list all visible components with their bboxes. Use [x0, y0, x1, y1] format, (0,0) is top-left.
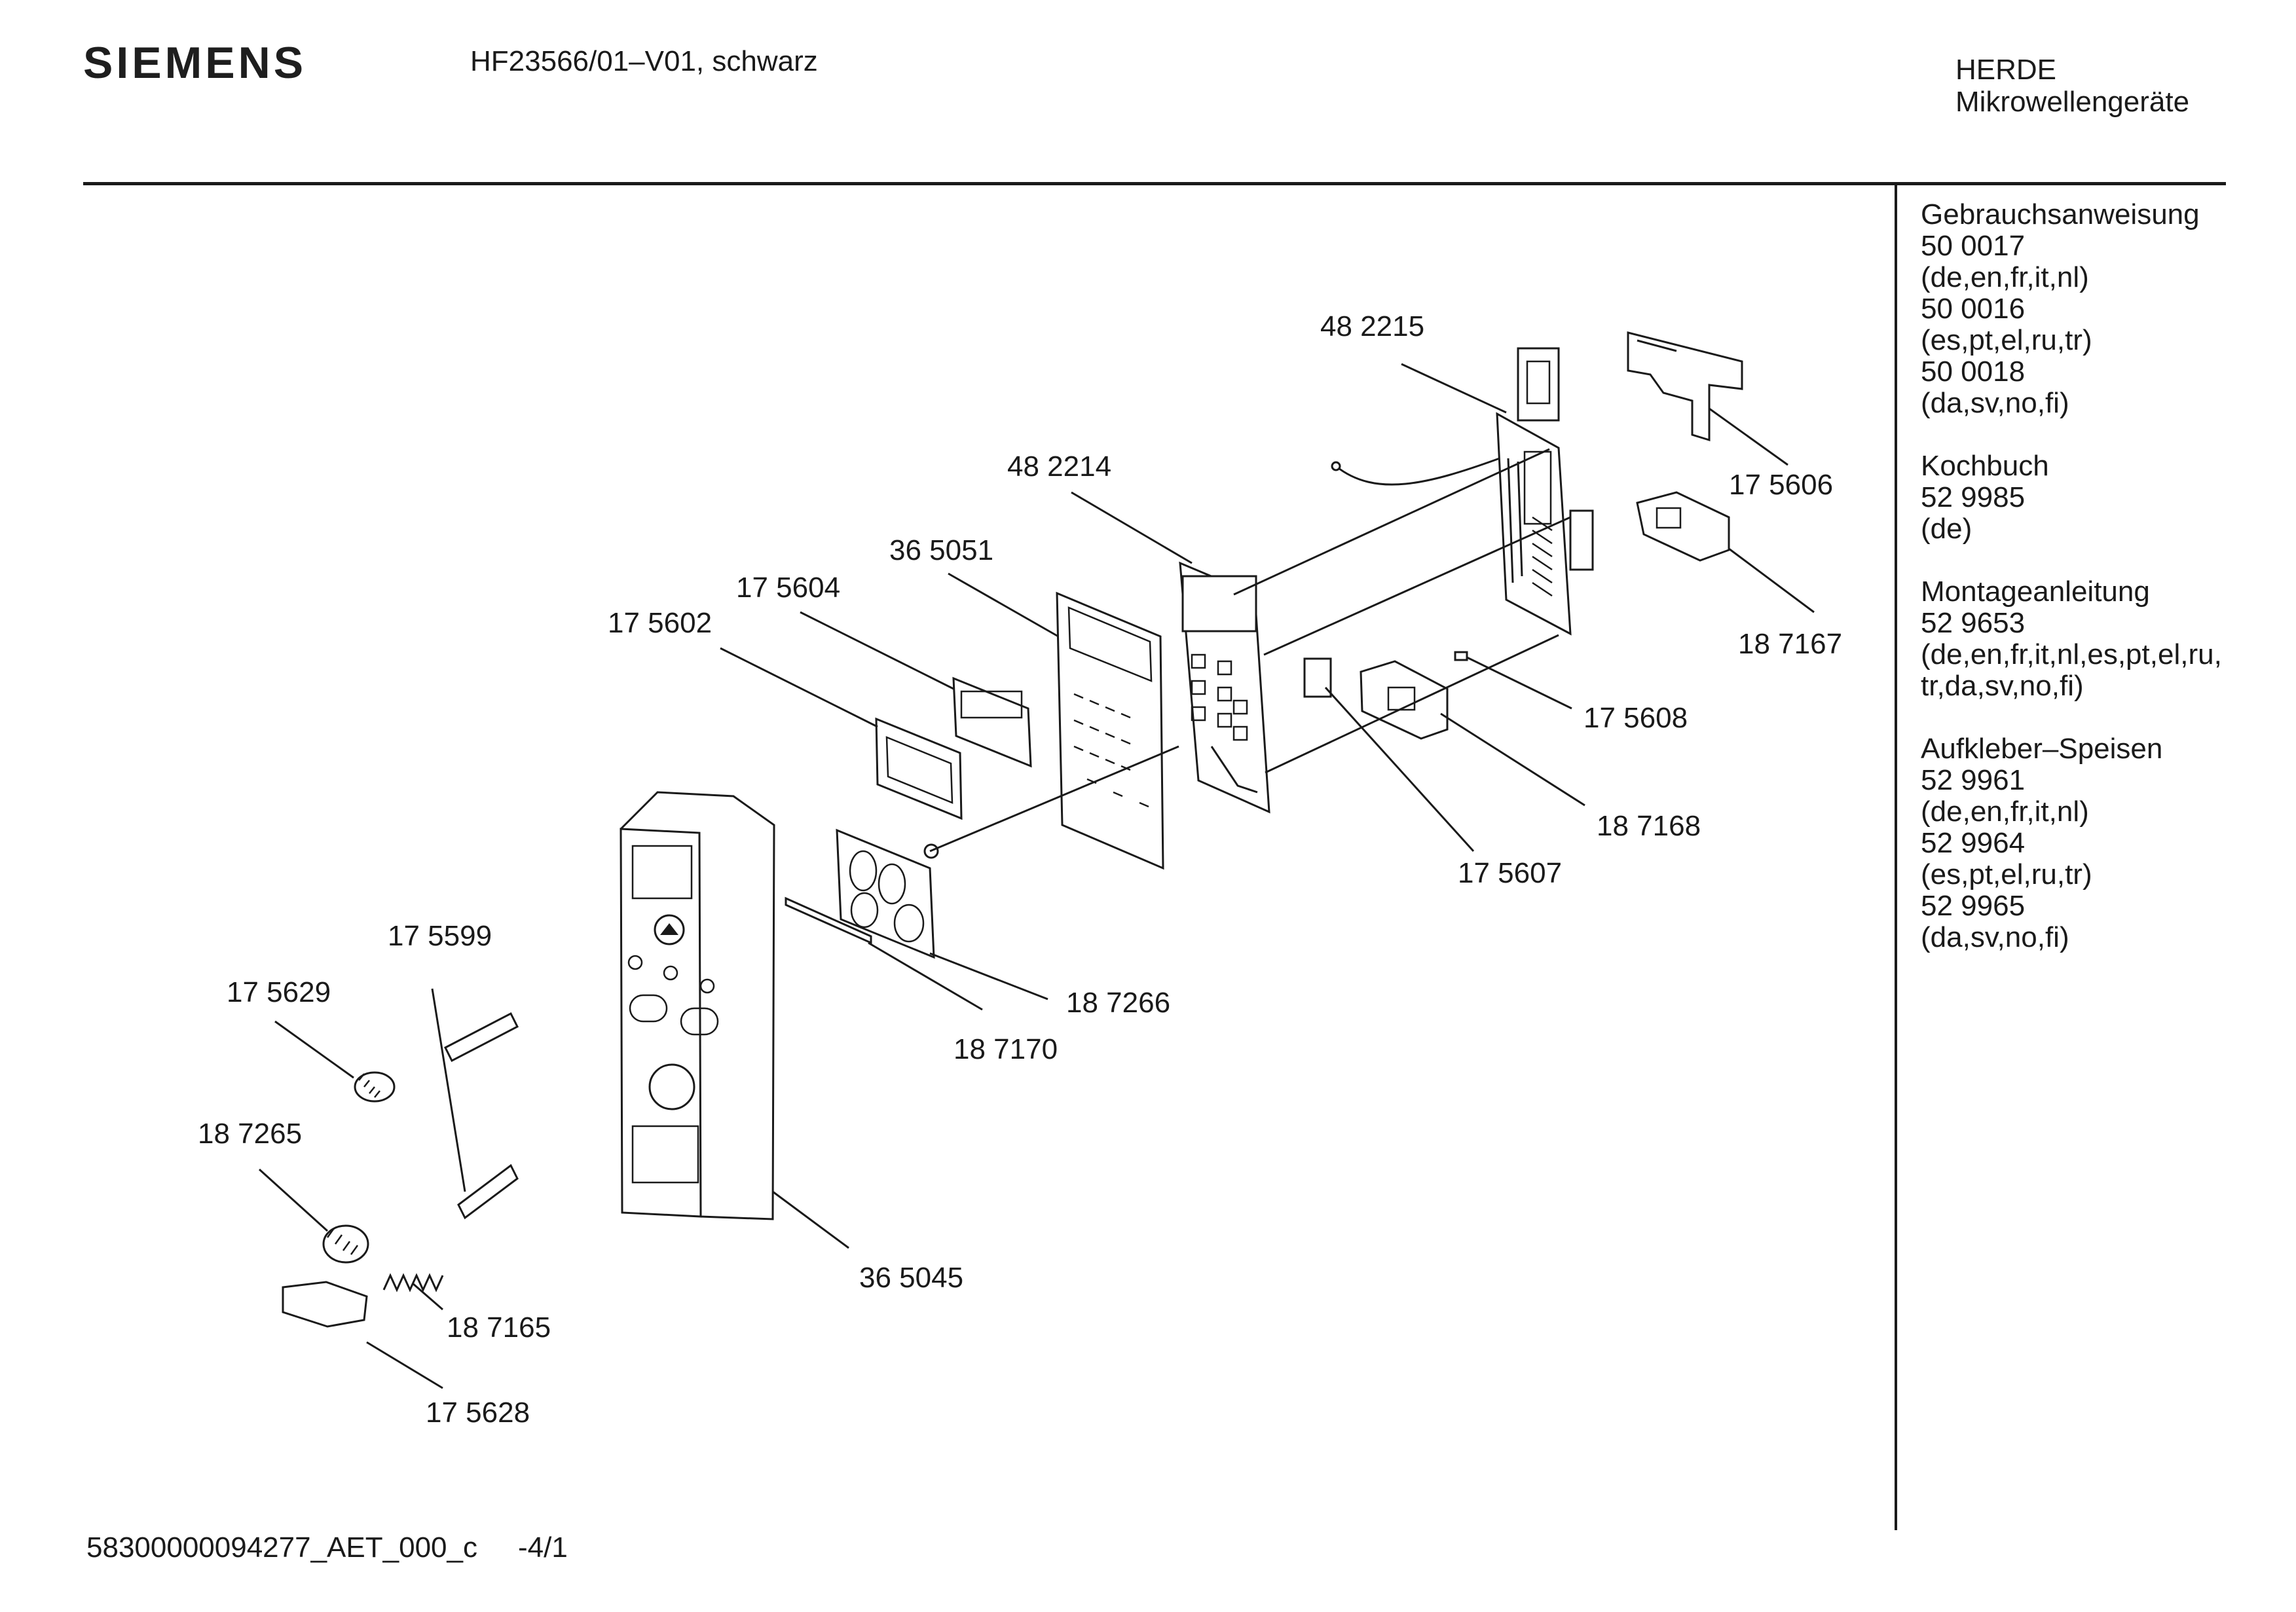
- part-shape-48-2214: [1179, 561, 1270, 814]
- part-label-36-5051: 36 5051: [889, 534, 993, 566]
- footer: 58300000094277_AET_000_c -4/1: [86, 1533, 608, 1562]
- doc-line: 52 9985: [1921, 481, 2026, 513]
- part-shape-17-5608: [1454, 651, 1468, 661]
- doc-line: (de,en,fr,it,nl,es,pt,el,ru,: [1921, 638, 2222, 670]
- doc-group-cookbook: Kochbuch 52 9985 (de): [1921, 450, 2287, 545]
- part-label-18-7167: 18 7167: [1738, 628, 1842, 660]
- doc-line: (da,sv,no,fi): [1921, 921, 2069, 953]
- part-shape-17-5607: [1303, 657, 1332, 698]
- doc-line: (da,sv,no,fi): [1921, 387, 2069, 419]
- part-shape-18-7170: [785, 896, 872, 945]
- doc-group-manual: Gebrauchsanweisung 50 0017 (de,en,fr,it,…: [1921, 199, 2287, 419]
- part-shape-main-board: [1331, 412, 1594, 636]
- sidebar-divider: [1895, 185, 1897, 1530]
- doc-line: (de,en,fr,it,nl): [1921, 261, 2089, 293]
- doc-group-installation: Montageanleitung 52 9653 (de,en,fr,it,nl…: [1921, 576, 2287, 702]
- part-shape-17-5599: [443, 1012, 519, 1220]
- part-shape-36-5051: [1056, 591, 1164, 870]
- doc-line: 50 0017: [1921, 230, 2026, 262]
- part-label-18-7165: 18 7165: [447, 1311, 551, 1344]
- documentation-list: Gebrauchsanweisung 50 0017 (de,en,fr,it,…: [1921, 199, 2287, 985]
- leader-lines: [258, 363, 1815, 1389]
- part-label-18-7168: 18 7168: [1597, 810, 1701, 842]
- doc-line: 52 9964: [1921, 827, 2026, 859]
- category-line-1: HERDE: [1955, 54, 2057, 86]
- category-line-2: Mikrowellengeräte: [1955, 86, 2190, 118]
- doc-group-title: Gebrauchsanweisung: [1921, 198, 2200, 230]
- part-label-36-5045: 36 5045: [859, 1262, 963, 1294]
- part-shape-18-7266: [836, 828, 939, 959]
- doc-line: tr,da,sv,no,fi): [1921, 670, 2084, 702]
- doc-line: 52 9961: [1921, 764, 2026, 796]
- doc-line: 52 9653: [1921, 607, 2026, 639]
- part-label-18-7266: 18 7266: [1066, 987, 1170, 1019]
- document-id: 58300000094277_AET_000_c: [86, 1531, 477, 1564]
- doc-line: (de): [1921, 513, 1972, 545]
- header-divider: [83, 182, 2226, 185]
- part-shape-36-5045: [620, 791, 775, 1220]
- doc-line: (de,en,fr,it,nl): [1921, 796, 2089, 828]
- doc-group-title: Aufkleber–Speisen: [1921, 733, 2163, 765]
- part-shape-17-5628: [282, 1281, 368, 1328]
- part-label-17-5607: 17 5607: [1458, 857, 1562, 889]
- doc-line: 52 9965: [1921, 890, 2026, 922]
- brand-logo: SIEMENS: [83, 38, 307, 88]
- part-label-17-5602: 17 5602: [608, 607, 712, 639]
- doc-group-title: Montageanleitung: [1921, 576, 2150, 608]
- part-label-48-2215: 48 2215: [1320, 310, 1424, 342]
- part-label-17-5628: 17 5628: [426, 1397, 530, 1429]
- part-label-48-2214: 48 2214: [1007, 450, 1111, 483]
- model-title: HF23566/01–V01, schwarz: [470, 45, 818, 77]
- part-label-17-5629: 17 5629: [227, 976, 331, 1008]
- part-label-17-5604: 17 5604: [736, 572, 840, 604]
- part-shape-17-5602: [875, 717, 963, 820]
- part-shape-18-7167: [1636, 491, 1730, 562]
- part-label-17-5606: 17 5606: [1729, 469, 1833, 501]
- doc-line: 50 0018: [1921, 356, 2026, 388]
- part-shape-17-5606: [1627, 331, 1743, 442]
- doc-group-stickers: Aufkleber–Speisen 52 9961 (de,en,fr,it,n…: [1921, 733, 2287, 953]
- product-category: HERDE Mikrowellengeräte: [1955, 54, 2189, 118]
- part-shape-17-5629: [354, 1071, 396, 1103]
- part-shape-18-7265: [322, 1224, 369, 1264]
- page-number: -4/1: [518, 1531, 568, 1564]
- doc-group-title: Kochbuch: [1921, 450, 2049, 482]
- doc-line: (es,pt,el,ru,tr): [1921, 324, 2092, 356]
- part-shape-18-7168: [1360, 660, 1449, 740]
- part-label-17-5599: 17 5599: [388, 920, 492, 952]
- doc-line: (es,pt,el,ru,tr): [1921, 858, 2092, 890]
- part-label-18-7170: 18 7170: [954, 1033, 1058, 1065]
- part-shape-48-2215: [1517, 347, 1560, 422]
- doc-line: 50 0016: [1921, 293, 2026, 325]
- part-label-17-5608: 17 5608: [1583, 702, 1688, 734]
- part-label-18-7265: 18 7265: [198, 1118, 302, 1150]
- part-shape-17-5604: [952, 676, 1032, 768]
